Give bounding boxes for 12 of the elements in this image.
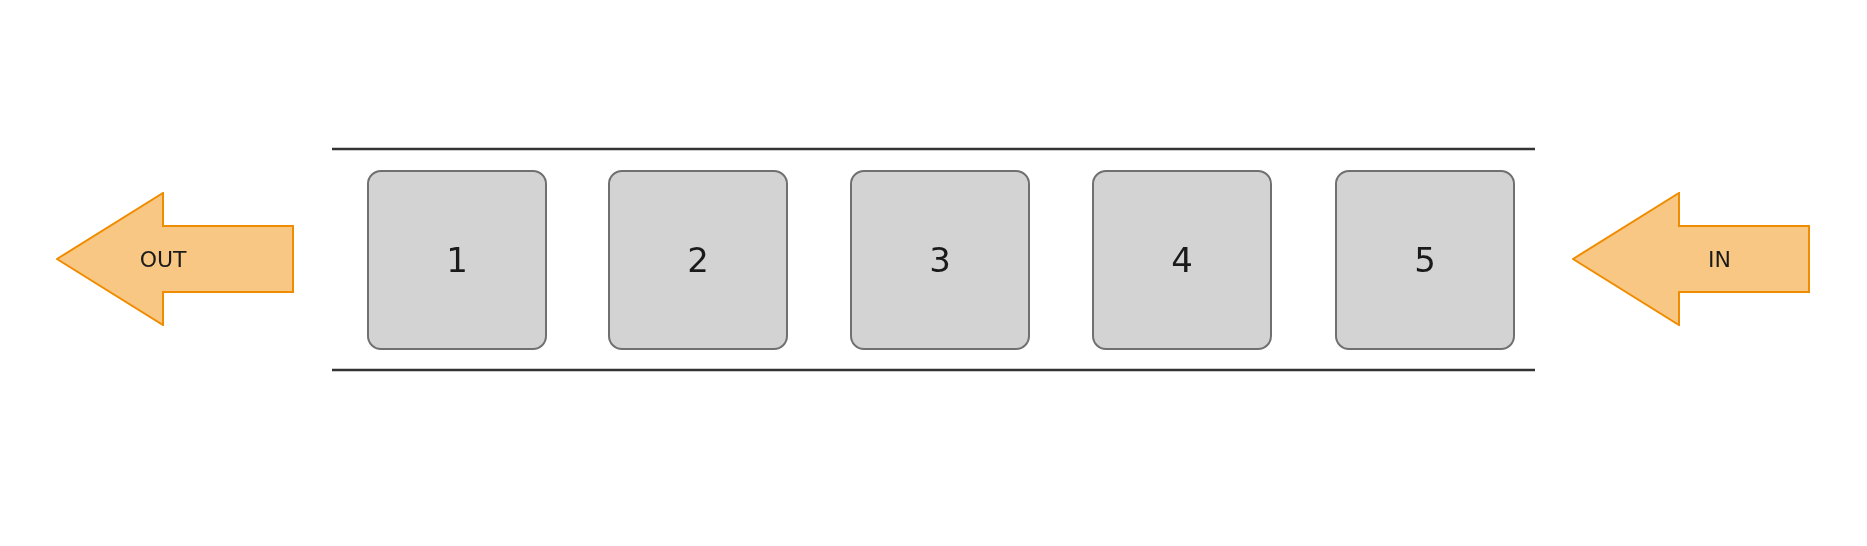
slot-number: 1: [446, 240, 468, 280]
queue-slot: [850, 170, 1030, 350]
slot-number: 3: [929, 240, 951, 280]
queue-slot: [608, 170, 788, 350]
queue-slot: [367, 170, 547, 350]
queue-slot: [1335, 170, 1515, 350]
arrow-label: IN: [1708, 246, 1731, 272]
slot-number: 2: [687, 240, 709, 280]
arrow-label: OUT: [139, 246, 187, 272]
slot-number: 4: [1171, 240, 1193, 280]
queue-slot: [1092, 170, 1272, 350]
slot-number: 5: [1414, 240, 1436, 280]
